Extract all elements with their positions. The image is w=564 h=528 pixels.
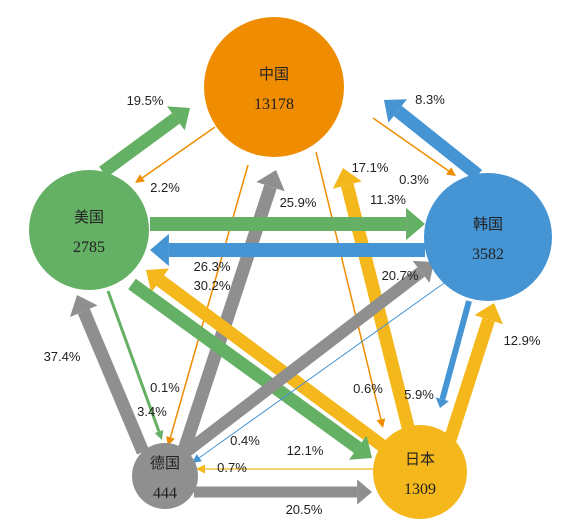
node-korea-name: 韩国	[473, 215, 503, 233]
flow-label-japan-china: 17.1%	[352, 160, 389, 175]
arrow-japan-usa-head	[146, 268, 169, 293]
arrow-germany-korea-head	[412, 260, 434, 283]
flow-label-korea-usa: 26.3%	[194, 259, 231, 274]
node-china-value: 13178	[254, 96, 294, 113]
nodes-layer: 中国 13178 美国 2785 韩国 3582 日本 1309 德国 444	[29, 17, 552, 519]
node-usa: 美国 2785	[29, 170, 149, 290]
arrow-korea-usa-head	[150, 233, 169, 267]
flow-label-germany-japan: 20.5%	[286, 502, 323, 517]
arrow-usa-japan-shaft	[128, 278, 362, 453]
node-china: 中国 13178	[204, 17, 344, 157]
flow-label-china-usa: 2.2%	[150, 180, 180, 195]
arrow-china-korea-head	[446, 167, 456, 176]
arrow-korea-germany-shaft	[199, 280, 448, 459]
node-usa-name: 美国	[74, 208, 104, 226]
arrow-korea-china-head	[384, 99, 407, 123]
arrow-germany-korea-shaft	[182, 267, 425, 457]
node-japan-value: 1309	[404, 481, 436, 498]
flow-label-japan-germany: 0.7%	[217, 460, 247, 475]
flow-label-china-germany: 0.1%	[150, 380, 180, 395]
arrow-japan-usa-shaft	[156, 275, 388, 453]
node-korea-value: 3582	[472, 246, 504, 263]
flow-label-usa-japan: 12.1%	[287, 443, 324, 458]
node-china-circle	[204, 17, 344, 157]
arrow-china-korea-shaft	[372, 117, 450, 172]
arrow-korea-japan-head	[435, 397, 449, 408]
arrow-usa-china-shaft	[99, 113, 180, 178]
arrow-korea-japan-shaft	[439, 300, 472, 401]
node-korea: 韩国 3582	[424, 173, 552, 301]
flow-label-china-korea: 0.3%	[399, 172, 429, 187]
arrow-korea-china-shaft	[393, 105, 483, 181]
node-germany-circle	[132, 443, 198, 509]
flow-label-korea-germany: 0.4%	[230, 433, 260, 448]
node-germany-value: 444	[153, 485, 177, 502]
flow-label-usa-korea: 11.3%	[370, 192, 406, 207]
flow-label-usa-china: 19.5%	[127, 93, 164, 108]
node-germany: 德国 444	[132, 443, 198, 509]
flow-label-korea-japan: 5.9%	[404, 387, 434, 402]
flow-label-germany-usa: 37.4%	[44, 349, 81, 364]
flow-label-germany-china: 25.9%	[280, 195, 317, 210]
arrow-germany-usa-shaft	[77, 308, 149, 455]
arrow-japan-germany-head	[196, 464, 205, 474]
node-japan: 日本 1309	[373, 425, 467, 519]
flow-label-china-japan: 0.6%	[353, 381, 383, 396]
node-germany-name: 德国	[150, 454, 180, 472]
arrow-china-japan-head	[376, 418, 386, 428]
flow-label-japan-usa: 30.2%	[194, 278, 231, 293]
flow-label-korea-china: 8.3%	[415, 92, 445, 107]
flow-label-usa-germany: 3.4%	[137, 404, 167, 419]
arrow-germany-usa-head	[70, 295, 98, 317]
node-japan-circle	[373, 425, 467, 519]
flow-label-germany-korea: 20.7%	[382, 268, 419, 283]
arrow-usa-germany-head	[154, 430, 164, 440]
arrow-japan-korea-shaft	[443, 317, 495, 442]
node-china-name: 中国	[259, 65, 289, 83]
arrow-china-usa-shaft	[141, 126, 216, 179]
arrow-usa-korea-head	[406, 207, 425, 241]
arrows-layer	[70, 99, 503, 505]
node-japan-name: 日本	[405, 450, 435, 468]
arrow-china-usa-head	[135, 174, 145, 183]
arrow-japan-korea-head	[474, 303, 503, 325]
arrow-usa-china-head	[167, 106, 190, 131]
flow-label-japan-korea: 12.9%	[504, 333, 541, 348]
arrow-china-japan-shaft	[315, 151, 382, 420]
node-korea-circle	[424, 173, 552, 301]
arrow-japan-china-head	[332, 168, 362, 189]
arrow-usa-japan-head	[349, 435, 372, 460]
arrow-china-germany-shaft	[169, 164, 249, 438]
node-usa-circle	[29, 170, 149, 290]
arrow-korea-germany-head	[192, 454, 202, 463]
arrow-germany-japan-head	[357, 479, 372, 505]
arrow-germany-china-head	[256, 170, 285, 192]
labels-layer: 19.5% 2.2% 8.3% 0.3% 17.1% 0.6% 25.9% 0.1% 11.3%…	[44, 92, 541, 517]
arrow-usa-germany-shaft	[106, 290, 161, 433]
node-usa-value: 2785	[73, 239, 105, 256]
